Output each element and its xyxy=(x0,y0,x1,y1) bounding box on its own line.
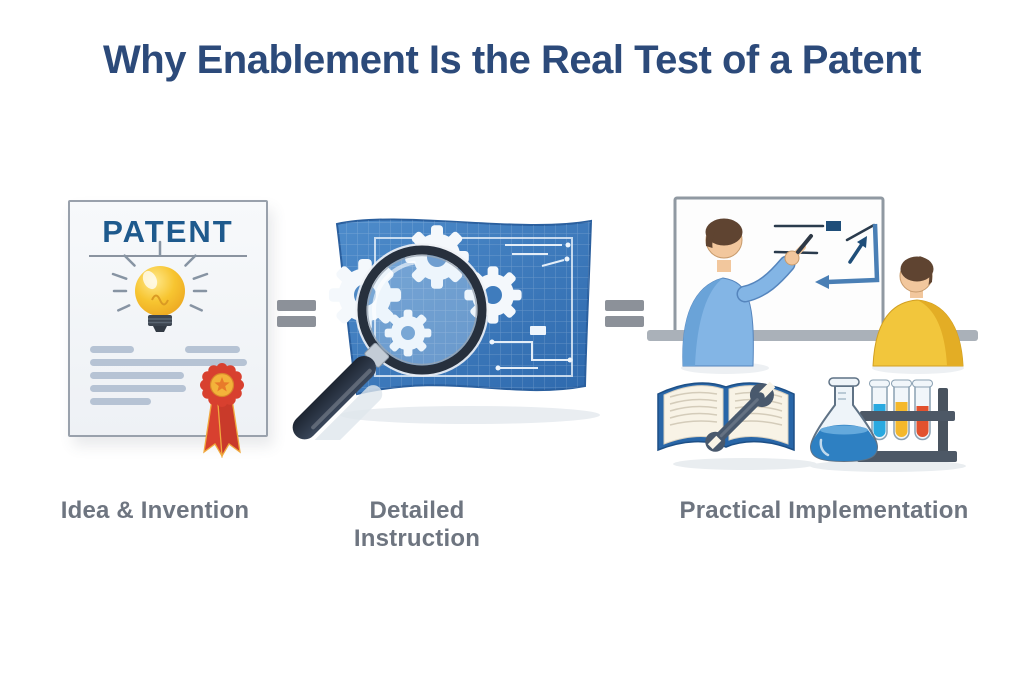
equals-icon xyxy=(605,300,644,327)
blueprint-icon xyxy=(328,218,593,396)
presenter-icon xyxy=(681,218,813,374)
caption-practical-implementation: Practical Implementation xyxy=(679,497,969,524)
teaching-and-lab-scene xyxy=(647,196,978,472)
caption-idea-invention: Idea & Invention xyxy=(60,497,250,524)
patent-document: PATENT xyxy=(68,200,268,459)
equals-icon xyxy=(277,300,316,327)
bulb-rays xyxy=(111,240,209,312)
magnifier-icon xyxy=(292,243,489,440)
board-diagram xyxy=(773,221,880,289)
patent-heading: PATENT xyxy=(102,214,234,249)
star-icon xyxy=(214,377,230,392)
book-icon xyxy=(657,381,817,470)
lightbulb-icon xyxy=(111,240,209,332)
lab-equipment xyxy=(810,377,966,472)
schematic-dots xyxy=(489,242,573,371)
viewer-icon xyxy=(872,256,964,374)
blueprint-with-magnifier xyxy=(292,218,600,440)
magnifier-handle xyxy=(292,342,390,440)
page-text-lines xyxy=(669,391,783,426)
heading-divider xyxy=(89,255,247,257)
test-tubes-icon xyxy=(857,379,957,462)
schematic-lines xyxy=(492,244,570,369)
marker-pen xyxy=(796,234,813,254)
wrench-icon xyxy=(705,381,776,452)
award-ribbon-icon xyxy=(200,363,244,459)
page-title: Why Enablement Is the Real Test of a Pat… xyxy=(103,38,921,82)
flask-icon xyxy=(810,377,878,462)
caption-detailed-instruction: Detailed Instruction xyxy=(353,497,481,552)
